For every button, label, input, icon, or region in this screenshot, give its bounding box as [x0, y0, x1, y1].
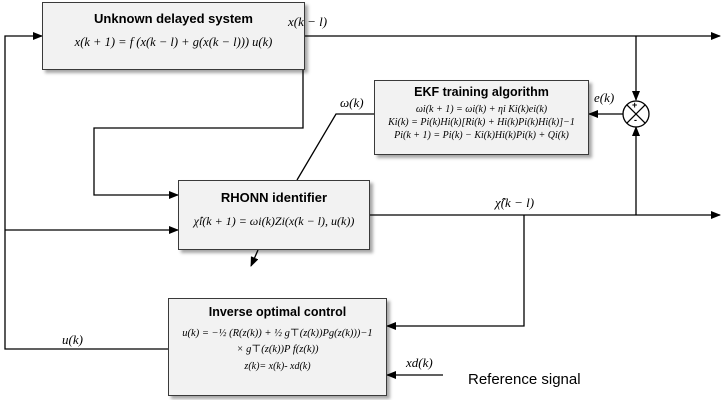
wire-rhonn-down [250, 249, 259, 267]
sum-minus-sign: - [634, 115, 637, 125]
label-reference-signal: Reference signal [468, 371, 581, 388]
rhonn-block: RHONN identifier χ̂i(k + 1) = ωi(k)Zi(x(… [178, 180, 370, 250]
control-law-second-line: × g⊤(z(k))P f(z(k)) [236, 344, 319, 355]
system-equation: x(k + 1) = f (x(k − l) + g(x(k − l))) u(… [74, 35, 273, 49]
sum-plus-sign: + [632, 100, 638, 110]
ekf-gain: Ki(k) = Pi(k)Hi(k)[Ri(k) + Hi(k)Pi(k)Hi(… [388, 117, 575, 128]
control-law: u(k) = −½ (R(z(k)) + ½ g⊤(z(k))Pg(z(k)))… [182, 328, 373, 339]
ekf-block: EKF training algorithm ωi(k + 1) = ωi(k)… [374, 80, 589, 155]
control-block: Inverse optimal control u(k) = −½ (R(z(k… [168, 298, 387, 396]
label-x-delayed: x(k − l) [288, 14, 328, 29]
label-error: e(k) [594, 90, 615, 105]
wire-control-feedback [4, 32, 168, 350]
rhonn-title: RHONN identifier [220, 190, 328, 205]
wire-chi-to-control [386, 215, 525, 330]
control-title: Inverse optimal control [208, 305, 347, 319]
label-control: u(k) [62, 332, 83, 347]
label-xd: xd(k) [406, 355, 433, 370]
summing-junction [622, 100, 650, 128]
system-title: Unknown delayed system [94, 11, 253, 26]
rhonn-equation: χ̂i(k + 1) = ωi(k)Zi(x(k − l), u(k)) [193, 214, 355, 228]
tracking-error: z(k)= x(k)- xd(k) [244, 361, 311, 372]
ekf-weight-update: ωi(k + 1) = ωi(k) + ηi Ki(k)ei(k) [415, 104, 548, 115]
wire-x-to-rhonn [93, 36, 304, 199]
ekf-covariance: Pi(k + 1) = Pi(k) − Ki(k)Hi(k)Pi(k) + Qi… [394, 130, 569, 141]
system-block: Unknown delayed system x(k + 1) = f (x(k… [42, 2, 305, 70]
wire-omega [296, 113, 374, 181]
label-chi-hat: χ̂(k − l) [495, 195, 535, 210]
ekf-title: EKF training algorithm [414, 85, 549, 99]
label-omega: ω(k) [340, 95, 364, 110]
